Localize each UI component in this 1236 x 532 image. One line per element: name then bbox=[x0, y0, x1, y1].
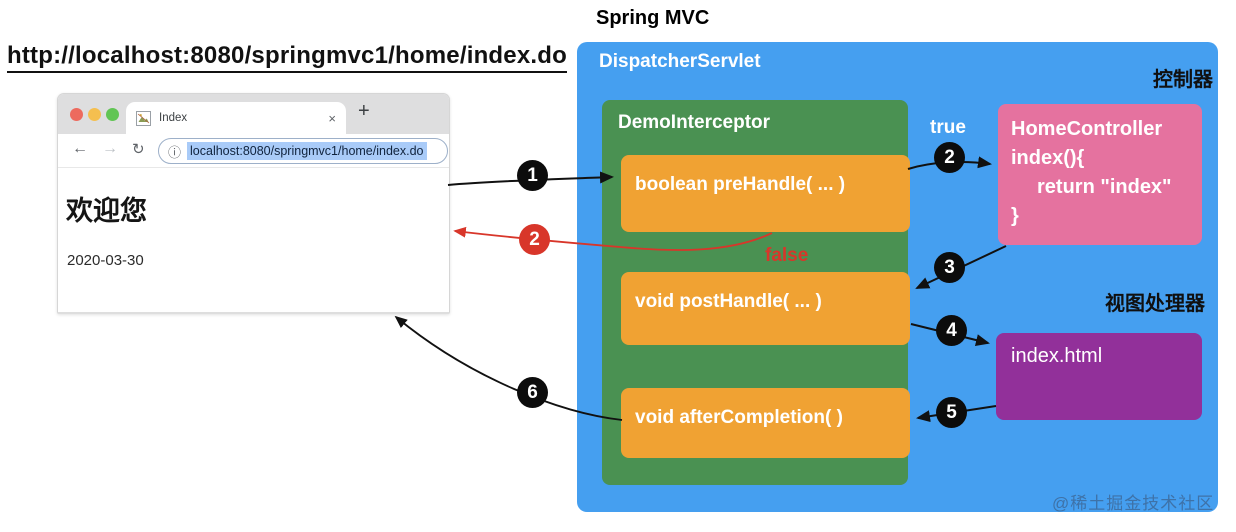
controller-code-line: HomeController bbox=[1011, 118, 1163, 140]
prehandle-method-box: boolean preHandle( ... ) bbox=[621, 155, 910, 232]
diagram-title: Spring MVC bbox=[596, 7, 710, 29]
tab-close-icon[interactable]: × bbox=[328, 110, 336, 126]
step-badge-4: 4 bbox=[936, 315, 967, 346]
step-badge-1: 1 bbox=[517, 160, 548, 191]
step-badge-2-true: 2 bbox=[934, 142, 965, 173]
controller-code-line: return "index" bbox=[1037, 176, 1172, 198]
reload-icon[interactable]: ↻ bbox=[132, 141, 145, 158]
step-badge-2-false: 2 bbox=[519, 224, 550, 255]
true-label: true bbox=[930, 117, 966, 138]
controller-code-line: } bbox=[1011, 205, 1019, 227]
controller-caption: 控制器 bbox=[1153, 69, 1213, 91]
welcome-heading: 欢迎您 bbox=[66, 196, 147, 226]
browser-page-content: 欢迎您 2020-03-30 bbox=[58, 168, 449, 313]
window-minimize-button[interactable] bbox=[88, 108, 101, 121]
new-tab-button[interactable]: + bbox=[358, 100, 370, 122]
address-bar[interactable]: ⓘ localhost:8080/springmvc1/home/index.d… bbox=[158, 138, 448, 164]
window-close-button[interactable] bbox=[70, 108, 83, 121]
view-handler-caption: 视图处理器 bbox=[1105, 293, 1205, 315]
info-icon[interactable]: ⓘ bbox=[168, 144, 182, 160]
home-controller-box: HomeController index(){ return "index" } bbox=[998, 104, 1202, 245]
tab-title: Index bbox=[159, 112, 188, 124]
browser-tab[interactable]: Index × bbox=[126, 102, 346, 134]
step-badge-3: 3 bbox=[934, 252, 965, 283]
posthandle-method-box: void postHandle( ... ) bbox=[621, 272, 910, 345]
request-url-heading: http://localhost:8080/springmvc1/home/in… bbox=[7, 42, 567, 73]
address-url-text[interactable]: localhost:8080/springmvc1/home/index.do bbox=[187, 142, 427, 160]
browser-toolbar: ← → ↻ ⓘ localhost:8080/springmvc1/home/i… bbox=[58, 134, 449, 168]
step-badge-5: 5 bbox=[936, 397, 967, 428]
forward-icon[interactable]: → bbox=[102, 140, 118, 157]
view-index-html-box: index.html bbox=[996, 333, 1202, 420]
watermark-text: @稀土掘金技术社区 bbox=[1052, 494, 1215, 513]
demo-interceptor-label: DemoInterceptor bbox=[618, 112, 771, 133]
back-icon[interactable]: ← bbox=[72, 140, 88, 157]
date-text: 2020-03-30 bbox=[67, 252, 144, 269]
false-label: false bbox=[765, 245, 809, 266]
window-zoom-button[interactable] bbox=[106, 108, 119, 121]
controller-code-line: index(){ bbox=[1011, 147, 1085, 169]
browser-window: Index × + ← → ↻ ⓘ localhost:8080/springm… bbox=[57, 93, 450, 314]
broken-image-icon bbox=[136, 110, 151, 126]
browser-tab-strip: Index × + bbox=[58, 94, 449, 134]
dispatcher-servlet-label: DispatcherServlet bbox=[599, 51, 761, 72]
step-badge-6: 6 bbox=[517, 377, 548, 408]
aftercompletion-method-box: void afterCompletion( ) bbox=[621, 388, 910, 458]
